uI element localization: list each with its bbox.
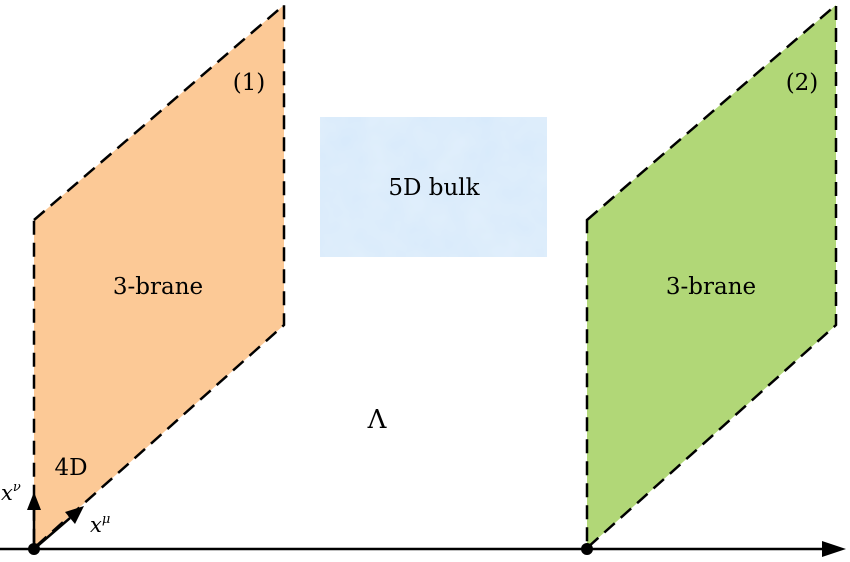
x-mu-superscript: μ [102, 512, 110, 527]
x-mu-arrowhead [65, 506, 84, 524]
brane-2-label: 3-brane [666, 274, 756, 300]
brane-2-number: (2) [786, 70, 819, 96]
brane-1-panel [32, 2, 286, 551]
x-mu-label: xμ [90, 512, 110, 537]
x-mu-arrow [33, 517, 71, 550]
x-nu-label: xν [1, 480, 21, 505]
brane-2-position-dot [581, 543, 593, 555]
x-nu-arrowhead [27, 492, 41, 510]
brane-1-number: (1) [233, 70, 266, 96]
axis-arrowhead [822, 541, 846, 557]
x-nu-base: x [1, 481, 13, 505]
x-nu-superscript: ν [13, 480, 21, 495]
bulk-box [320, 117, 547, 257]
four-d-label: 4D [54, 455, 87, 481]
lambda-symbol: Λ [367, 405, 388, 435]
brane-1-label: 3-brane [113, 274, 203, 300]
x-mu-base: x [90, 513, 102, 537]
brane-2-panel [585, 2, 838, 551]
bulk-label: 5D bulk [388, 175, 480, 201]
